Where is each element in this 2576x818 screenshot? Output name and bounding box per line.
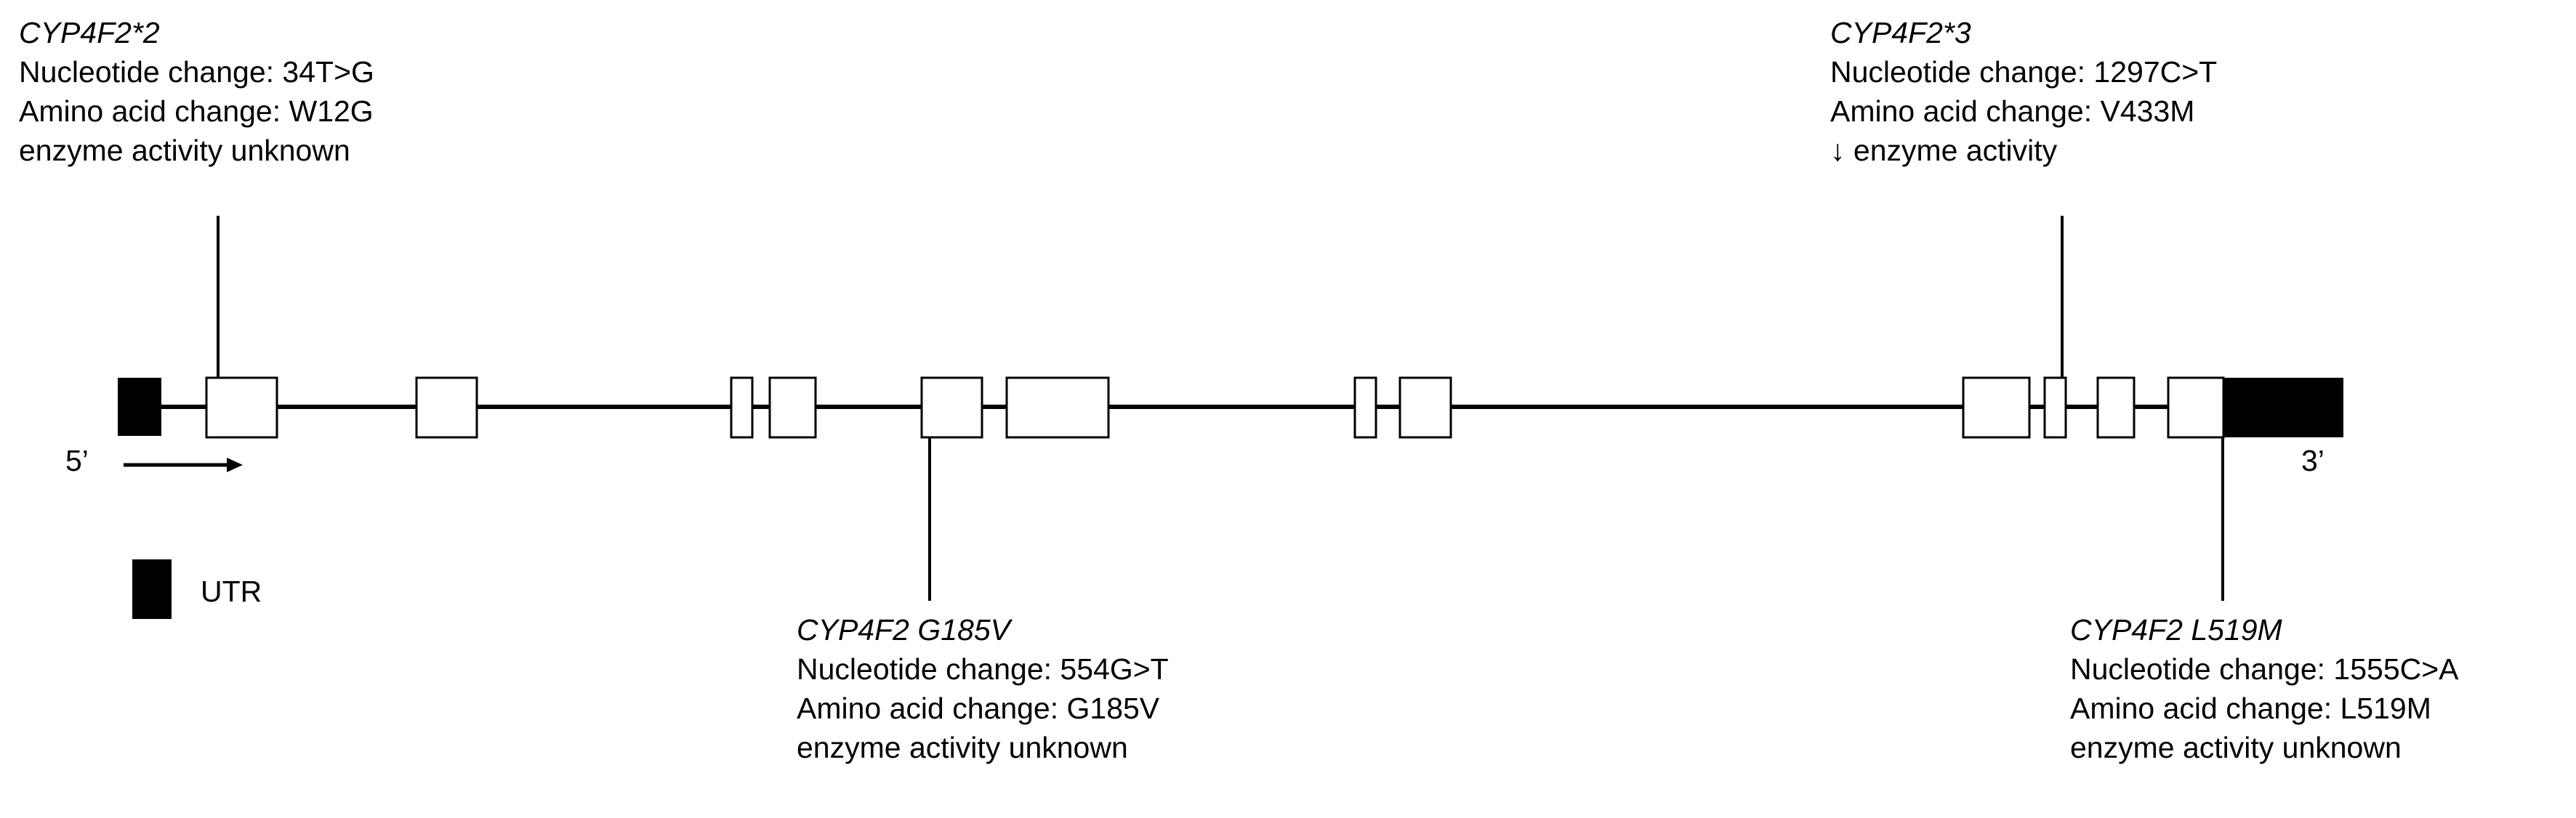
nucleotide-change: Nucleotide change: 34T>G	[19, 55, 374, 89]
exon-10	[2043, 376, 2067, 439]
variant-label-g185v: CYP4F2 G185V Nucleotide change: 554G>T A…	[797, 610, 1169, 767]
three-prime-label: 3’	[2301, 444, 2325, 477]
legend-utr-swatch	[132, 559, 172, 619]
exon-2	[415, 376, 478, 439]
enzyme-activity: enzyme activity unknown	[797, 731, 1128, 764]
exon-3	[730, 376, 754, 439]
nucleotide-change: Nucleotide change: 1555C>A	[2070, 652, 2459, 686]
variant-label-cyp4f2-3: CYP4F2*3 Nucleotide change: 1297C>T Amin…	[1830, 13, 2217, 170]
amino-acid-change: Amino acid change: G185V	[797, 692, 1160, 725]
nucleotide-change: Nucleotide change: 554G>T	[797, 652, 1169, 686]
exon-4	[768, 376, 817, 439]
variant-label-cyp4f2-2: CYP4F2*2 Nucleotide change: 34T>G Amino …	[19, 13, 374, 170]
five-prime-label: 5’	[65, 444, 89, 477]
utr-5prime-block	[118, 378, 161, 436]
variant-name: CYP4F2*2	[19, 16, 160, 49]
exon-12	[2167, 376, 2225, 439]
utr-3prime-block	[2223, 378, 2343, 437]
exon-1	[205, 376, 278, 439]
enzyme-activity: ↓ enzyme activity	[1830, 134, 2058, 167]
nucleotide-change: Nucleotide change: 1297C>T	[1830, 55, 2218, 89]
arrow-right-icon	[124, 458, 243, 472]
enzyme-activity: enzyme activity unknown	[2070, 731, 2402, 764]
enzyme-activity: enzyme activity unknown	[19, 134, 350, 167]
exon-5	[920, 376, 983, 439]
variant-name: CYP4F2 L519M	[2070, 613, 2282, 647]
amino-acid-change: Amino acid change: L519M	[2070, 692, 2431, 725]
exon-8	[1398, 376, 1452, 439]
exon-9	[1962, 376, 2031, 439]
legend-utr-label: UTR	[201, 575, 262, 608]
variant-name: CYP4F2*3	[1830, 16, 1971, 49]
exon-7	[1353, 376, 1377, 439]
variant-name: CYP4F2 G185V	[797, 613, 1010, 647]
amino-acid-change: Amino acid change: V433M	[1830, 94, 2195, 128]
exon-6	[1005, 376, 1110, 439]
exon-11	[2096, 376, 2136, 439]
variant-label-l519m: CYP4F2 L519M Nucleotide change: 1555C>A …	[2070, 610, 2459, 767]
amino-acid-change: Amino acid change: W12G	[19, 94, 374, 128]
